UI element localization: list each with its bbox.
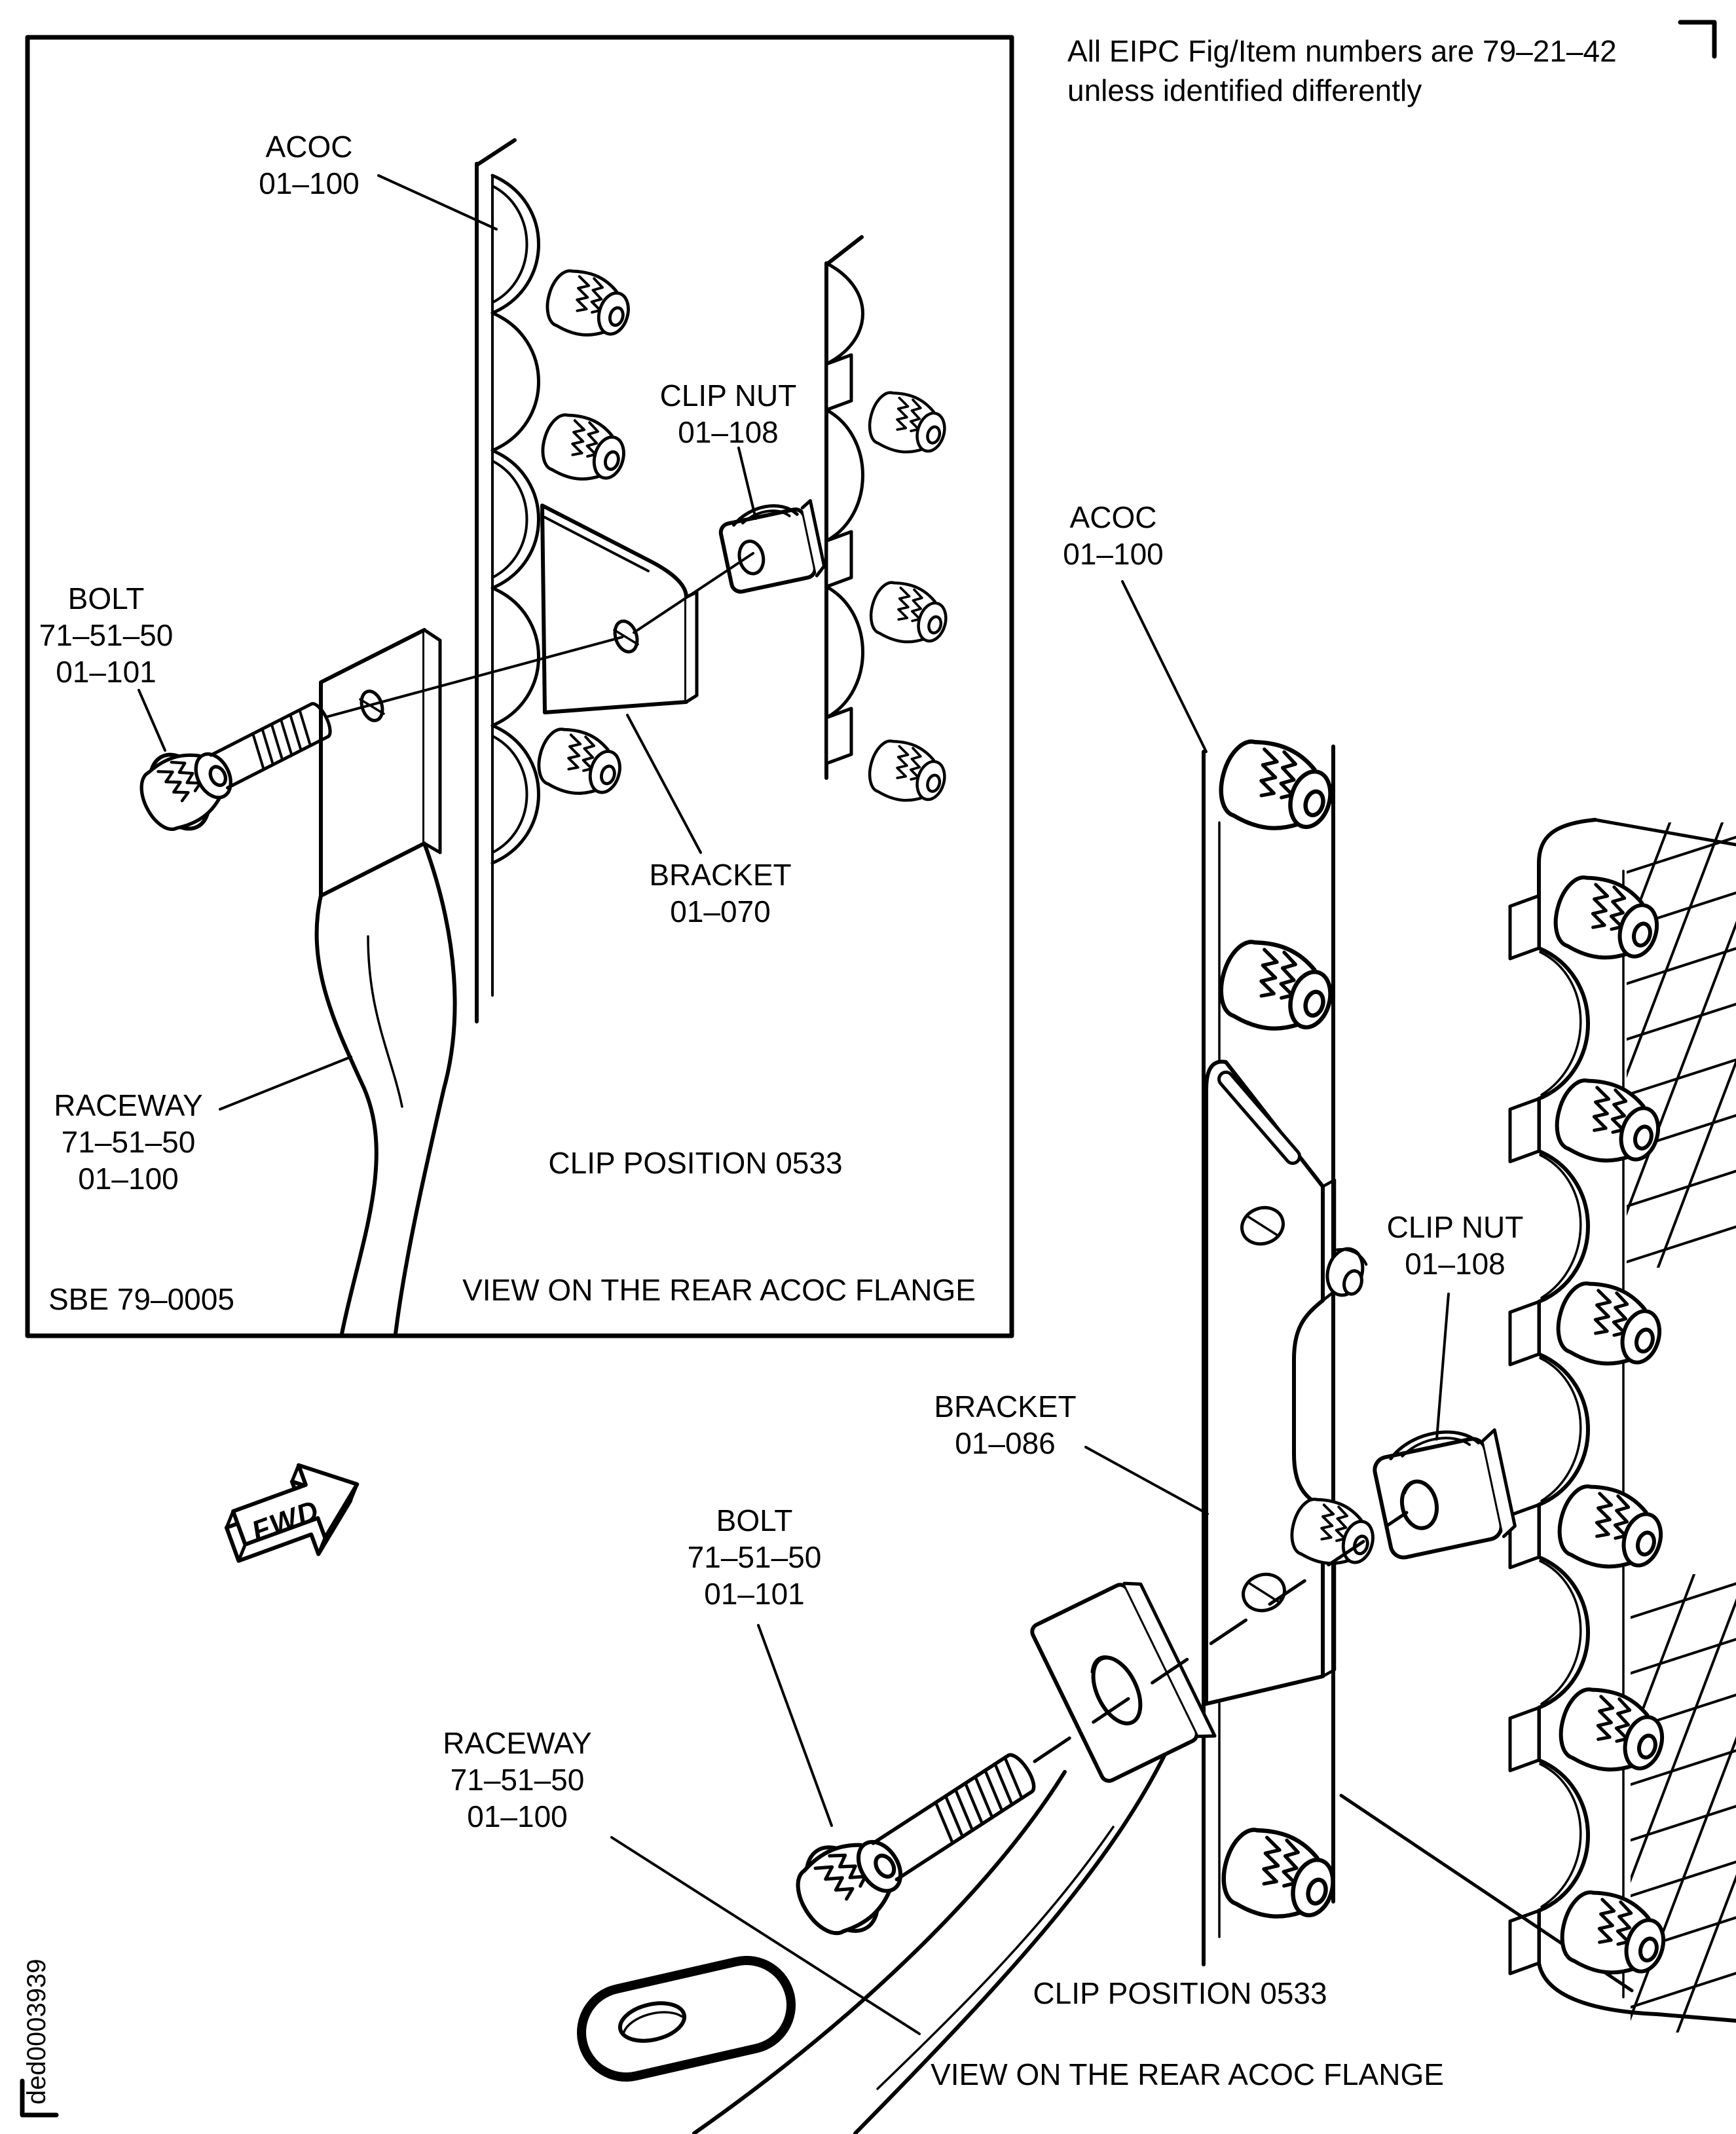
label-line: BOLT [67,581,145,616]
main-nut [1215,1821,1343,1931]
main-nut [1212,733,1340,843]
inset-acoc-flange [475,138,540,1023]
inset-bolt-part [129,702,332,843]
label-line: 01–100 [78,1162,179,1196]
label-line: 71–51–50 [39,618,174,652]
inset-label-raceway: RACEWAY 71–51–50 01–100 [54,1087,202,1197]
label-line: ACOC [265,130,353,164]
main-rear-flange [1339,818,1736,2033]
label-line: CLIP NUT [1386,1210,1524,1244]
corner-mark-top-right [1678,20,1717,59]
label-line: 01–100 [1063,537,1164,571]
inset-rear-flange [824,235,953,811]
fig-item-note: All EIPC Fig/Item numbers are 79–21–42 u… [1067,31,1617,110]
main-label-bracket: BRACKET 01–086 [934,1388,1076,1462]
main-clip-position: CLIP POSITION 0533 [1033,1976,1327,2010]
main-label-bolt: BOLT 71–51–50 01–101 [688,1502,822,1612]
inset-figure-ref: SBE 79–0005 [48,1282,234,1316]
main-label-clip-nut: CLIP NUT 01–108 [1387,1209,1524,1282]
inset-clip-position: CLIP POSITION 0533 [548,1146,843,1180]
label-line: 01–070 [670,894,771,929]
label-line: 01–086 [955,1426,1056,1460]
main-assembly-axis [1033,1511,1409,1763]
inset-raceway-part [314,628,457,1336]
main-label-raceway: RACEWAY 71–51–50 01–100 [443,1725,591,1835]
inset-border [25,35,1014,1338]
main-leader-lines [610,580,1450,2035]
label-line: BRACKET [934,1389,1077,1424]
label-line: 71–51–50 [450,1763,585,1797]
note-line-2: unless identified differently [1067,73,1422,107]
inset-label-bracket: BRACKET 01–070 [649,856,791,930]
corner-mark-bottom-left [20,2078,59,2118]
main-nut [1212,933,1340,1043]
main-diagram [224,580,1736,2134]
label-line: 01–101 [56,655,157,689]
inset-label-clip-nut: CLIP NUT 01–108 [660,377,797,451]
label-line: 01–108 [678,415,779,449]
label-line: 01–100 [259,166,360,200]
inset-bracket-part [540,504,699,714]
main-clip-stud [1325,1247,1368,1297]
main-bolt-part [782,1753,1036,1951]
inset-leader-lines [138,174,757,1111]
label-line: 71–51–50 [687,1540,822,1574]
label-line: 01–108 [1405,1247,1505,1281]
label-line: 01–100 [467,1799,568,1833]
inset-nut [532,723,627,805]
label-line: BRACKET [649,858,792,892]
main-view-caption: VIEW ON THE REAR ACOC FLANGE [931,2057,1444,2091]
label-line: BOLT [716,1503,793,1537]
label-line: CLIP NUT [659,378,797,413]
inset-nut [541,265,636,346]
inset-nut [536,409,631,490]
label-line: 71–51–50 [61,1125,196,1159]
fwd-direction-arrow-icon [224,1463,360,1563]
inset-assembly-axis [325,552,754,718]
label-line: RACEWAY [443,1726,592,1760]
note-line-1: All EIPC Fig/Item numbers are 79–21–42 [1067,34,1617,68]
main-label-acoc: ACOC 01–100 [1063,499,1164,572]
document-number: ded0003939 [22,1959,51,2105]
inset-clip-nut-part [718,499,826,594]
label-line: RACEWAY [54,1088,203,1122]
inset-label-bolt: BOLT 71–51–50 01–101 [39,580,174,690]
label-line: ACOC [1069,500,1157,534]
main-bracket-part [1204,1059,1337,1706]
label-line: 01–101 [704,1577,805,1611]
inset-view-caption: VIEW ON THE REAR ACOC FLANGE [462,1273,976,1307]
main-raceway-part [577,1581,1217,2134]
inset-label-acoc: ACOC 01–100 [259,128,360,202]
main-clip-nut-part [1373,1428,1517,1560]
inset-diagram [25,35,1014,1338]
